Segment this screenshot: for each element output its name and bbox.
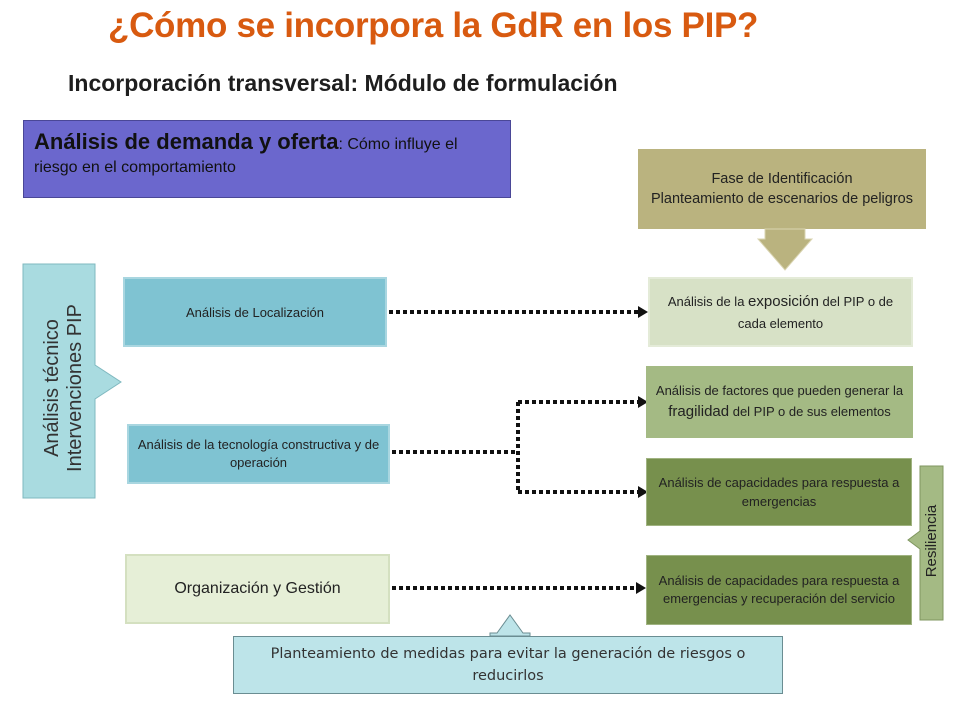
exposicion-pre: Análisis de la bbox=[667, 294, 749, 309]
capacidades-box: Análisis de capacidades para respuesta a… bbox=[646, 458, 912, 526]
side-label-line1: Análisis técnico bbox=[41, 319, 63, 457]
side-label-arrow bbox=[22, 263, 122, 499]
side-label: Análisis técnico Intervenciones PIP bbox=[41, 288, 87, 488]
fragilidad-pre: Análisis de factores que pueden generar … bbox=[655, 383, 904, 398]
side-label-line2: Intervenciones PIP bbox=[64, 304, 86, 472]
medidas-box: Planteamiento de medidas para evitar la … bbox=[233, 636, 783, 694]
exposicion-em: exposición bbox=[748, 293, 819, 310]
tecnologia-box: Análisis de la tecnología constructiva y… bbox=[127, 424, 390, 484]
page-title: ¿Cómo se incorpora la GdR en los PIP? bbox=[108, 6, 759, 45]
medidas-up-arrow bbox=[489, 614, 531, 637]
fase-down-arrow bbox=[756, 228, 814, 271]
page-subtitle: Incorporación transversal: Módulo de for… bbox=[68, 70, 618, 96]
capacidades-recuperacion-box: Análisis de capacidades para respuesta a… bbox=[646, 555, 912, 625]
arrowhead-exposicion bbox=[638, 306, 648, 318]
fase-line2: Planteamiento de escenarios de peligros bbox=[651, 191, 913, 207]
localizacion-box: Análisis de Localización bbox=[123, 277, 387, 347]
fase-identificacion-box: Fase de Identificación Planteamiento de … bbox=[638, 149, 926, 229]
resiliencia-label: Resiliencia bbox=[923, 504, 940, 578]
organizacion-box: Organización y Gestión bbox=[125, 554, 390, 624]
exposicion-post: del PIP o de cada elemento bbox=[737, 294, 894, 331]
arrowhead-capacidades-rec bbox=[636, 582, 646, 594]
fragilidad-box: Análisis de factores que pueden generar … bbox=[646, 366, 913, 438]
demanda-oferta-box: Análisis de demanda y oferta: Cómo influ… bbox=[23, 120, 511, 198]
arrowhead-capacidades bbox=[638, 486, 648, 498]
fase-line1: Fase de Identificación bbox=[711, 170, 853, 187]
exposicion-box: Análisis de la exposición del PIP o de c… bbox=[648, 277, 913, 347]
arrowhead-fragilidad bbox=[638, 396, 648, 408]
demanda-title: Análisis de demanda y oferta bbox=[34, 129, 339, 154]
demanda-text: : Cómo influye el riesgo en el comportam… bbox=[34, 136, 458, 176]
resiliencia-arrow bbox=[907, 465, 944, 621]
fragilidad-post: del PIP o de sus elementos bbox=[729, 403, 891, 419]
fragilidad-em: fragilidad bbox=[668, 402, 730, 420]
